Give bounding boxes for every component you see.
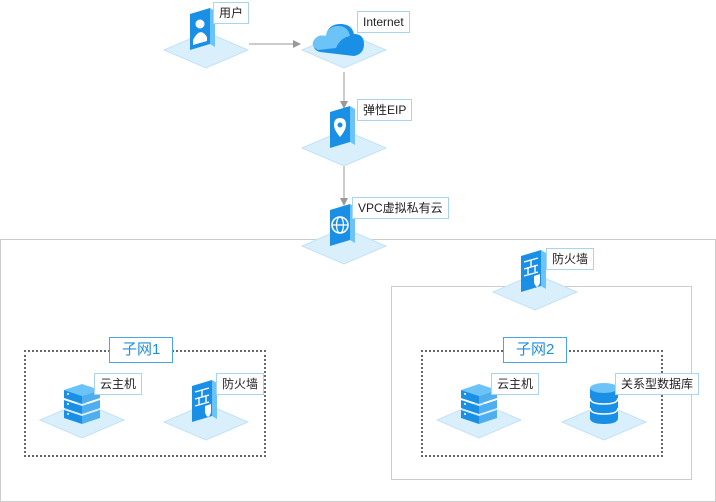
user-label: 用户 [213,2,250,24]
user-icon [190,8,215,50]
firewall-zone-node [491,250,579,311]
server1-node [38,384,126,439]
vpc-label: VPC虚拟私有云 [352,197,449,219]
server1-label: 云主机 [94,373,143,395]
firewall-zone-label: 防火墙 [546,248,595,270]
vpc-node [300,204,388,265]
firewall-icon [521,250,546,292]
server-icon [64,384,100,424]
subnet2-title: 子网2 [503,337,568,363]
database-icon [589,383,619,424]
internet-node [300,24,388,69]
internet-label: Internet [357,11,410,33]
server2-label: 云主机 [491,373,540,395]
firewall1-label: 防火墙 [216,373,265,395]
eip-node [300,106,388,167]
rds-node [560,383,648,441]
server-icon [461,384,497,424]
firewall1-node [162,380,250,441]
firewall-icon [192,380,217,422]
eip-label: 弹性EIP [357,99,413,121]
location-pin-icon [330,106,355,148]
server2-node [435,384,523,439]
subnet1-title: 子网1 [109,337,174,363]
cloud-icon [312,24,364,56]
rds-label: 关系型数据库 [615,373,700,395]
